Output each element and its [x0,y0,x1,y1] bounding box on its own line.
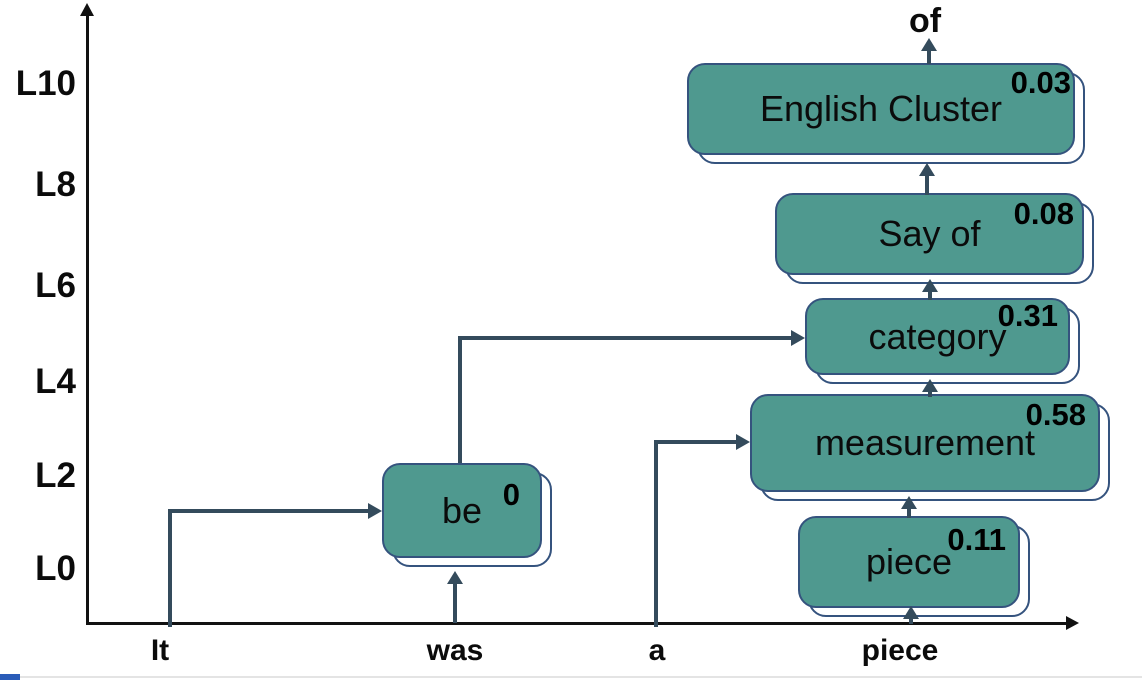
node-be-face: be 0 [382,463,542,558]
x-token-a: a [648,634,666,667]
node-category-face: category 0.31 [805,298,1070,375]
node-be: be 0 [382,463,552,567]
node-be-label: be [441,489,483,531]
arrow-it-to-be-head-icon [368,503,382,519]
arrow-category-to-sayof-line [928,291,932,300]
arrow-english-to-of-line [927,50,931,64]
node-say-of-face: Say of 0.08 [775,193,1084,275]
node-category-score: 0.31 [997,298,1058,333]
y-axis [86,8,89,624]
node-english-cluster-face: English Cluster 0.03 [687,63,1075,155]
x-token-piece: piece [861,634,939,667]
arrow-piece-to-measurement-head-icon [901,496,917,509]
arrow-sayof-to-english-head-icon [919,163,935,176]
corner-accent [0,674,20,680]
node-english-cluster-label: English Cluster [759,88,1003,129]
arrow-a-to-measurement-vertical [654,440,658,627]
node-english-cluster: English Cluster 0.03 [687,63,1085,164]
node-piece: piece 0.11 [798,516,1030,617]
arrow-be-to-category-head-icon [791,330,805,346]
arrow-be-to-category-horizontal [458,336,791,340]
node-measurement-face: measurement 0.58 [750,394,1100,492]
arrow-it-to-be-horizontal [168,509,368,513]
node-measurement-score: 0.58 [1025,397,1086,432]
x-axis-arrowhead-icon [1066,616,1079,630]
node-say-of-score: 0.08 [1013,196,1074,231]
node-measurement-label: measurement [814,422,1036,463]
arrow-piece-token-head-icon [903,606,919,619]
arrow-it-to-be-vertical [168,509,172,627]
arrow-was-to-be-line [453,584,457,623]
node-be-score: 0 [502,477,520,512]
node-say-of: Say of 0.08 [775,193,1094,284]
y-axis-arrowhead-icon [80,3,94,16]
bottom-divider [0,676,1142,678]
arrow-category-to-sayof-head-icon [922,279,938,292]
node-piece-label: piece [865,541,953,582]
y-tick-l4: L4 [35,362,76,401]
arrow-piece-to-measurement-line [907,508,911,518]
arrow-be-to-category-vertical [458,336,462,463]
x-token-was: was [426,634,484,667]
arrow-english-to-of-head-icon [921,38,937,51]
arrow-piece-token-line [909,618,913,624]
y-tick-l8: L8 [35,165,76,204]
node-measurement: measurement 0.58 [750,394,1110,501]
node-say-of-label: Say of [878,213,981,254]
node-piece-face: piece 0.11 [798,516,1020,608]
arrow-a-to-measurement-horizontal [654,440,736,444]
arrow-measurement-to-category-head-icon [922,379,938,392]
node-category: category 0.31 [805,298,1080,384]
y-tick-l6: L6 [35,266,76,305]
y-tick-l10: L10 [15,64,76,103]
x-axis [86,622,1066,625]
node-category-label: category [868,315,1007,357]
arrow-sayof-to-english-line [925,175,929,195]
node-piece-score: 0.11 [947,522,1006,557]
node-english-cluster-score: 0.03 [1010,65,1071,100]
x-token-it: It [150,634,170,667]
y-tick-l0: L0 [35,549,76,588]
arrow-measurement-to-category-line [928,391,932,397]
arrow-a-to-measurement-head-icon [736,434,750,450]
y-tick-l2: L2 [35,456,76,495]
arrow-was-to-be-head-icon [447,571,463,584]
predicted-token-label: of [908,2,942,40]
